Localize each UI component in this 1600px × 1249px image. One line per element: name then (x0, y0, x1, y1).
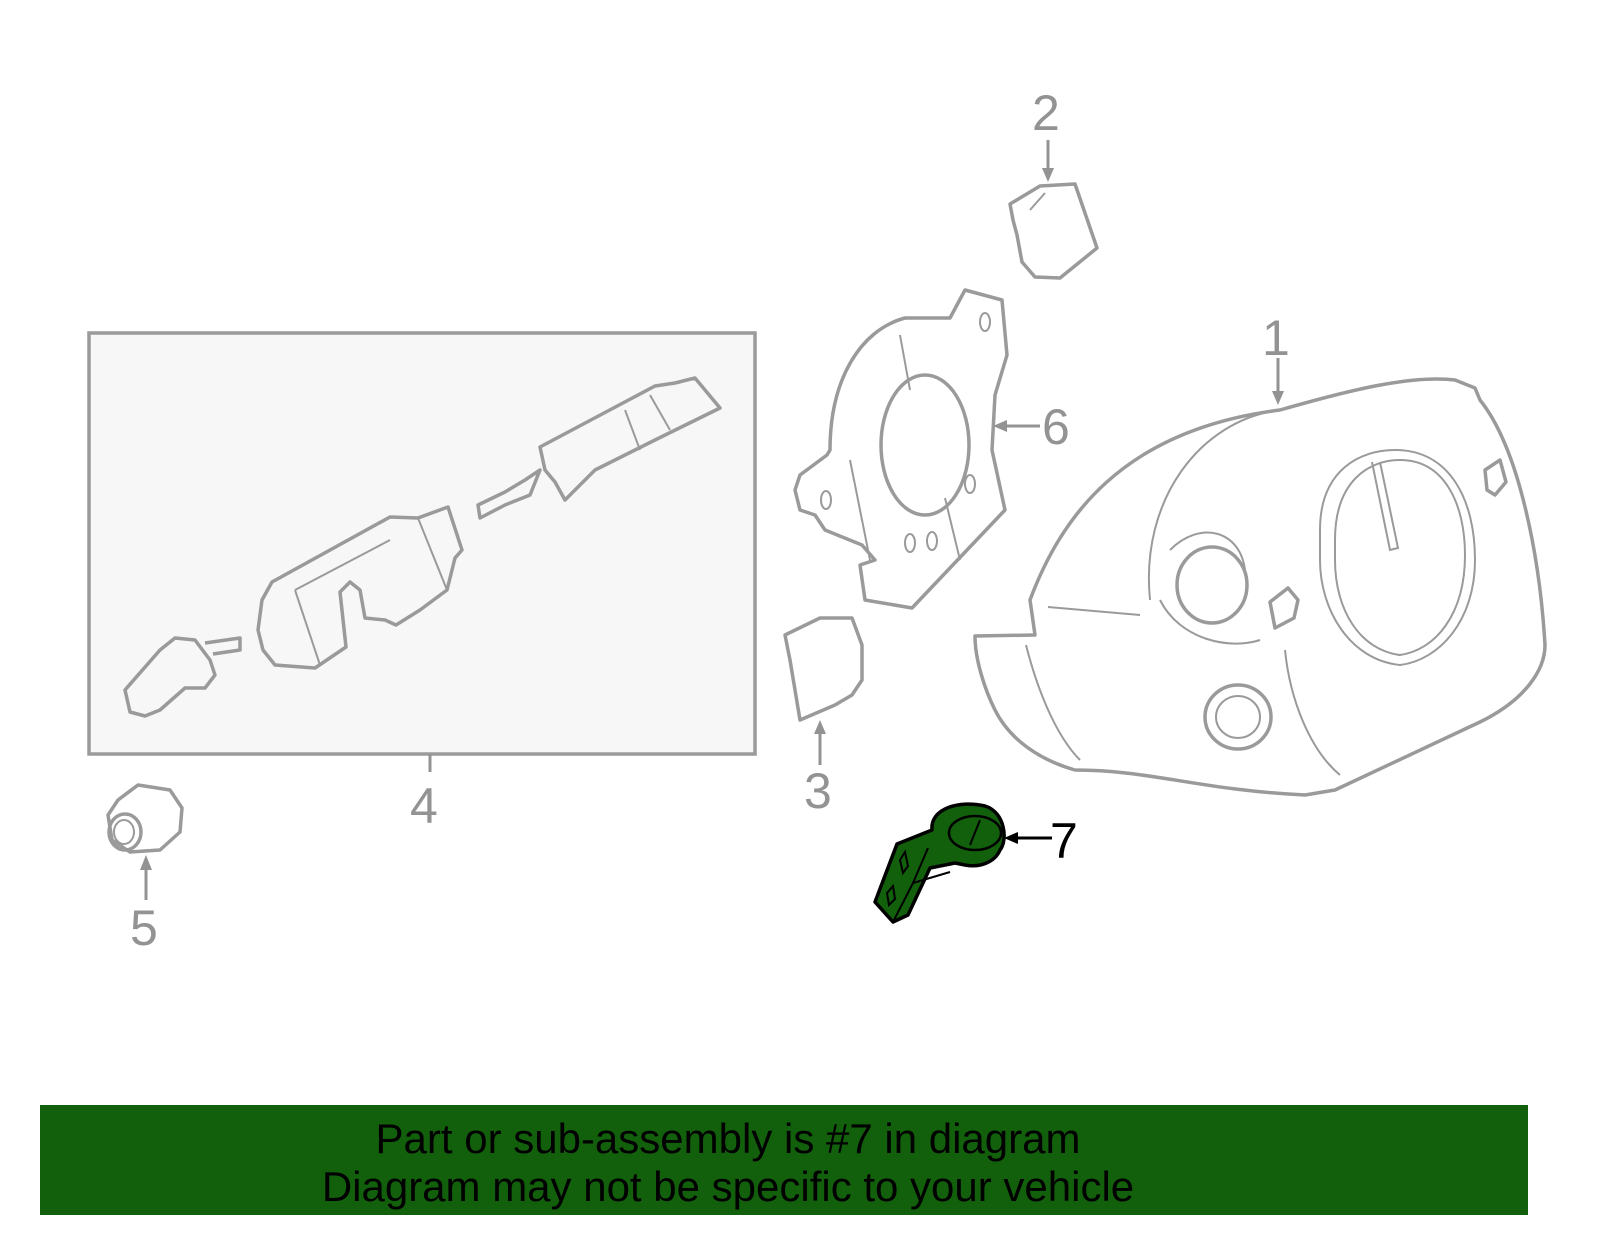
arrowhead-1 (1272, 391, 1284, 405)
banner-line-1: Part or sub-assembly is #7 in diagram (375, 1115, 1081, 1162)
arrowhead-7 (1004, 832, 1018, 844)
part-5-bulb[interactable] (106, 783, 184, 854)
part-6-bracket[interactable] (793, 288, 1009, 610)
part-4-switch-assembly[interactable] (87, 331, 757, 756)
arrowhead-2 (1042, 168, 1054, 182)
arrowhead-5 (140, 855, 152, 870)
part-7-highlighted[interactable] (873, 802, 1006, 924)
part-2-cover[interactable] (1008, 182, 1099, 280)
label-1: 1 (1262, 310, 1290, 366)
label-2: 2 (1032, 85, 1060, 141)
label-3: 3 (804, 763, 832, 819)
label-4: 4 (410, 778, 438, 834)
arrowhead-3 (814, 720, 826, 734)
banner-line-2: Diagram may not be specific to your vehi… (321, 1163, 1135, 1210)
label-6: 6 (1042, 399, 1070, 455)
label-5: 5 (130, 900, 158, 956)
info-banner: Part or sub-assembly is #7 in diagram Di… (40, 1105, 1528, 1215)
part-1-instrument-cluster[interactable] (973, 377, 1547, 797)
label-7: 7 (1050, 813, 1078, 869)
arrowhead-6 (993, 420, 1007, 432)
part-3-cover[interactable] (783, 616, 864, 722)
